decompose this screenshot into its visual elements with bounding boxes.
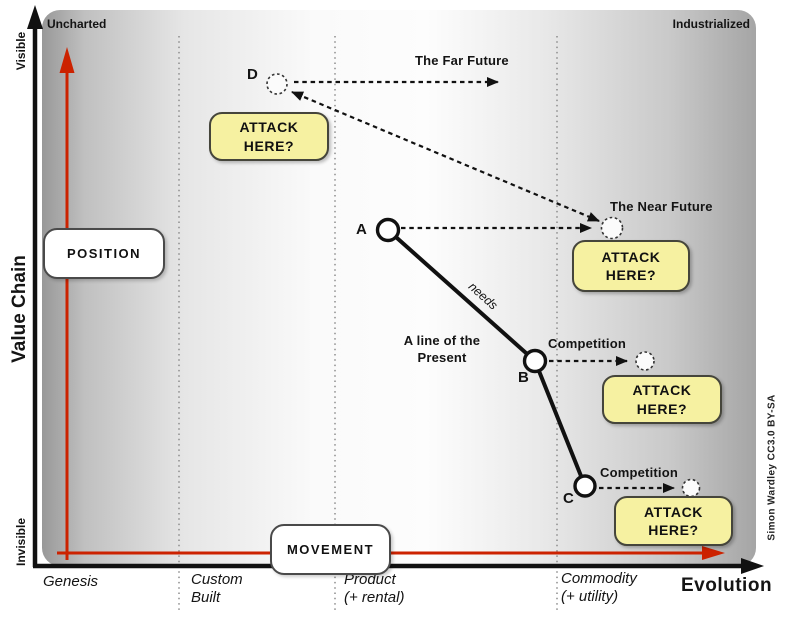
node-competition-c-ghost <box>681 478 701 498</box>
far-future-label: The Far Future <box>415 53 509 68</box>
node-b <box>522 348 548 374</box>
node-c <box>573 474 597 498</box>
near-future-label: The Near Future <box>610 199 713 214</box>
uncharted-label: Uncharted <box>47 17 107 31</box>
node-near-future-ghost <box>600 216 624 240</box>
arrow-near-future-to-d <box>291 90 600 223</box>
industrialized-label: Industrialized <box>672 17 750 31</box>
visible-label: Visible <box>14 31 28 71</box>
stage-product-label: Product(+ rental) <box>344 571 405 607</box>
value-chain-axis <box>27 5 43 567</box>
stage-commodity-label: Commodity(+ utility) <box>561 570 637 606</box>
point-d-label: D <box>247 66 258 83</box>
node-d-ghost <box>266 73 288 95</box>
point-a-label: A <box>356 221 367 238</box>
attribution-text: Simon Wardley CC3.0 BY-SA <box>766 394 778 541</box>
node-competition-b-ghost <box>635 351 655 371</box>
point-c-label: C <box>563 490 574 507</box>
point-b-label: B <box>518 369 529 386</box>
stage-genesis-label: Genesis <box>43 573 99 590</box>
position-box: POSITION <box>43 228 165 279</box>
competition-c-label: Competition <box>600 465 679 480</box>
movement-box: MOVEMENT <box>270 524 391 575</box>
competition-b-label: Competition <box>548 336 627 351</box>
position-arrow-red <box>59 47 75 560</box>
line-of-present-label: A line of the Present <box>403 333 481 365</box>
node-a <box>375 217 401 243</box>
movement-arrow-red <box>57 546 725 560</box>
value-chain-axis-label: Value Chain <box>9 255 30 363</box>
evolution-axis-label: Evolution <box>681 575 773 596</box>
invisible-label: Invisible <box>14 517 28 567</box>
